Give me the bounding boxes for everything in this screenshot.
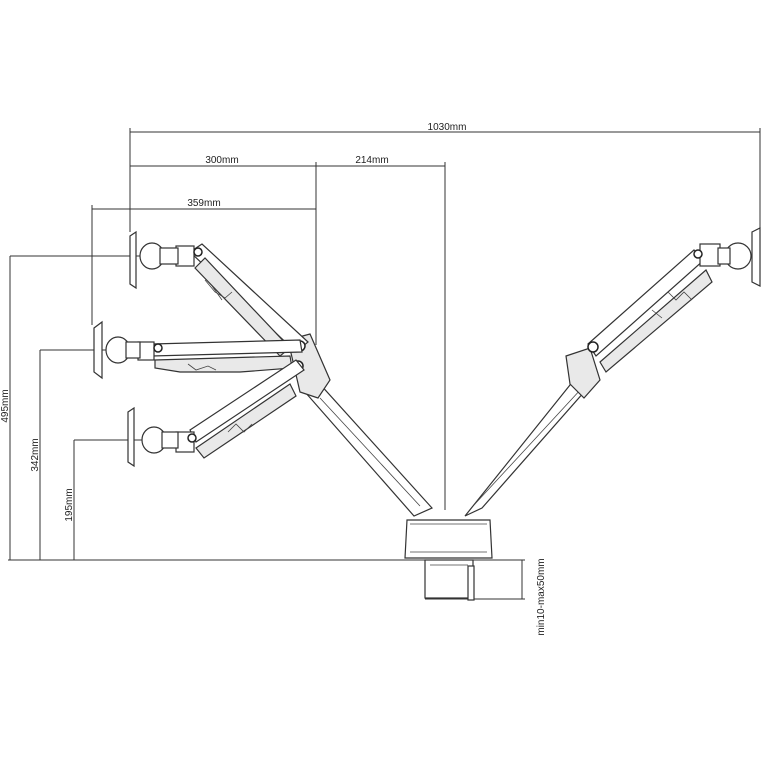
height-342-label: 342mm [30, 438, 41, 471]
offset-214-label: 214mm [355, 155, 388, 166]
height-495-label: 495mm [0, 389, 11, 422]
clamp-thickness-label: min10-max50mm [536, 558, 547, 635]
right-main-arm [464, 374, 593, 517]
left-monitor-mount-middle [93, 320, 141, 380]
left-monitor-mount-upper [129, 230, 179, 290]
left-arm-upper [175, 243, 309, 357]
reach-300-label: 300mm [205, 155, 238, 166]
right-monitor-mount [717, 227, 761, 287]
left-arm-middle [137, 339, 304, 373]
dimension-lines [8, 128, 761, 600]
left-monitor-mount-lower [127, 406, 179, 468]
reach-359-label: 359mm [187, 198, 220, 209]
left-main-arm [304, 381, 434, 517]
right-pivot-block [565, 347, 601, 399]
left-arm-lower [175, 359, 305, 459]
total-width-label: 1030mm [428, 122, 467, 133]
height-195-label: 195mm [64, 488, 75, 521]
desk-clamp-base [404, 519, 493, 601]
right-arm [587, 243, 721, 373]
